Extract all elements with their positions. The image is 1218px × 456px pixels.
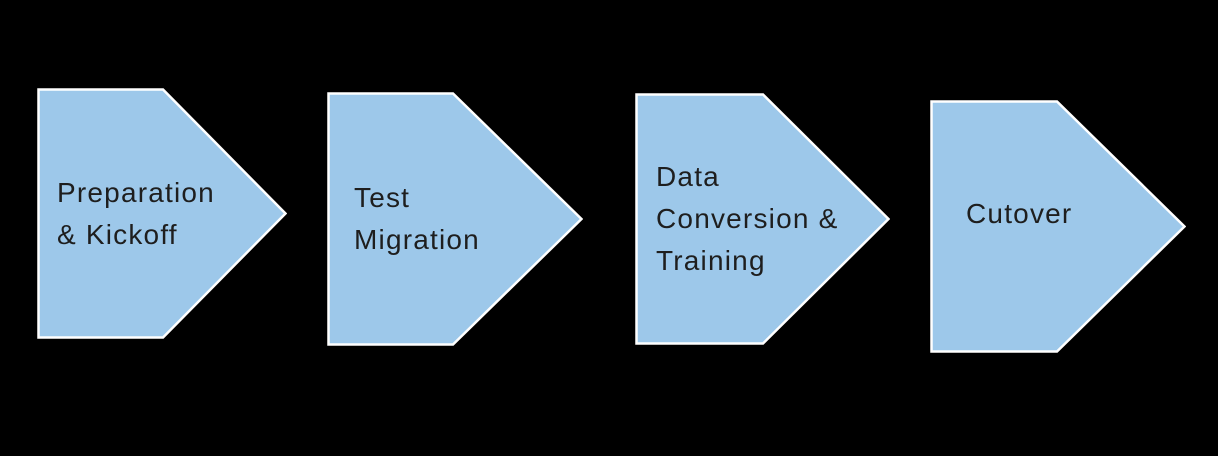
stage-preparation-kickoff: Preparation & Kickoff xyxy=(37,88,287,339)
chevron-arrow-polygon xyxy=(635,93,890,345)
chevron-arrow-icon xyxy=(635,93,890,345)
chevron-arrow-icon xyxy=(327,92,583,346)
chevron-arrow-polygon xyxy=(37,88,287,339)
stage-label-data-conversion-training: Data Conversion & Training xyxy=(656,161,839,276)
stage-test-migration: Test Migration xyxy=(327,92,583,346)
chevron-arrow-polygon xyxy=(327,92,583,346)
chevron-arrow-polygon xyxy=(930,100,1186,353)
stage-cutover: Cutover xyxy=(930,100,1186,353)
chevron-arrow-icon xyxy=(930,100,1186,353)
stage-data-conversion-training: Data Conversion & Training xyxy=(635,93,890,345)
stage-label-test-migration: Test Migration xyxy=(354,182,480,255)
chevron-arrow-icon xyxy=(37,88,287,339)
stage-label-preparation-kickoff: Preparation & Kickoff xyxy=(57,176,215,250)
stage-label-cutover: Cutover xyxy=(966,197,1073,229)
